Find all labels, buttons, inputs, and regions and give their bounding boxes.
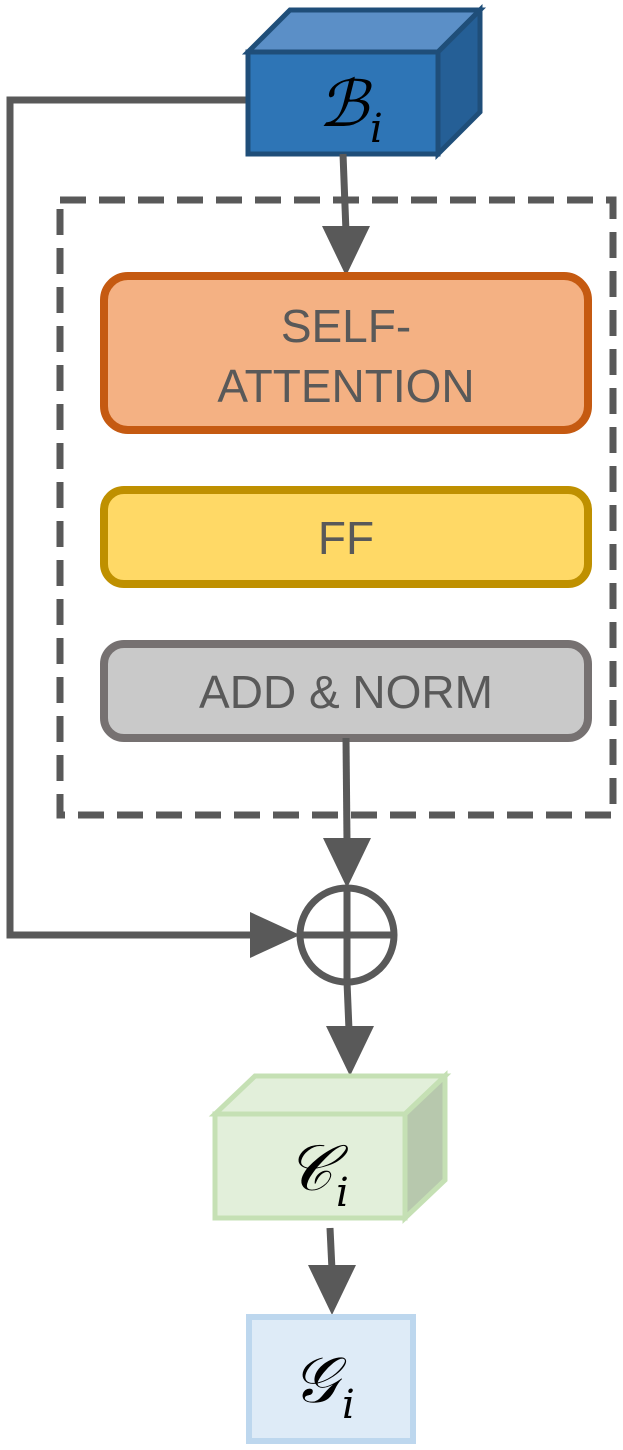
output-to-final-line <box>326 1227 336 1271</box>
output-to-final-arrowhead <box>308 1265 356 1315</box>
add-norm-block: ADD & NORM <box>100 640 592 742</box>
input-cube: ℬ i <box>241 3 487 161</box>
self-attention-label-line2: ATTENTION <box>217 360 474 412</box>
ff-label: FF <box>318 512 374 564</box>
sum-to-output-arrowhead <box>326 1026 374 1076</box>
input-to-attention-line <box>339 153 350 233</box>
sum-node-icon <box>296 884 398 986</box>
self-attention-label-line1: SELF- <box>281 300 411 352</box>
final-subscript: i <box>342 1382 355 1428</box>
self-attention-block: SELF- ATTENTION <box>100 272 592 434</box>
final-box: 𝒢 i <box>246 1314 416 1444</box>
output-cube: 𝒞 i <box>208 1070 452 1224</box>
ff-block: FF <box>100 486 592 588</box>
residual-connection-line <box>6 96 255 939</box>
sum-to-output-line <box>343 981 353 1031</box>
add-norm-label: ADD & NORM <box>199 666 493 718</box>
encoder-boundary <box>56 196 617 819</box>
input-subscript: i <box>370 106 383 152</box>
residual-arrowhead <box>250 912 300 958</box>
output-cube-front <box>212 1111 408 1221</box>
norm-to-sum-arrowhead <box>323 838 371 888</box>
norm-to-sum-line <box>342 737 351 843</box>
input-symbol: ℬ <box>318 68 373 142</box>
output-subscript: i <box>336 1170 349 1216</box>
input-cube-front <box>245 49 441 157</box>
input-to-attention-arrowhead <box>322 226 370 276</box>
